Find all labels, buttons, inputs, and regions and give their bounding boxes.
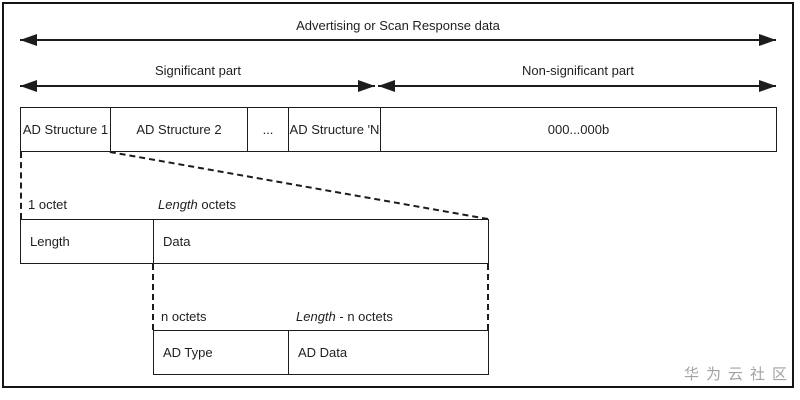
length-italic-word-2: Length xyxy=(296,309,336,324)
diagram-border xyxy=(2,2,794,388)
octet-count-label-length: 1 octet xyxy=(28,197,68,212)
expansion-dash-left-2 xyxy=(152,264,154,330)
expansion-dash-left-1 xyxy=(20,152,22,219)
cell-ad-structure-1: AD Structure 1 xyxy=(21,108,111,151)
significant-part-label: Significant part xyxy=(155,63,241,78)
cell-ellipsis: ... xyxy=(248,108,289,151)
octet-count-label-addata: Length - n octets xyxy=(296,310,393,324)
significant-part-arrow xyxy=(20,80,375,92)
overall-arrow-label: Advertising or Scan Response data xyxy=(296,18,500,33)
non-significant-part-label: Non-significant part xyxy=(522,63,634,78)
length-italic-word: Length xyxy=(158,197,198,212)
ad-structure-row: AD Structure 1 AD Structure 2 ... AD Str… xyxy=(20,107,777,152)
cell-ad-structure-n: AD Structure 'N xyxy=(289,108,381,151)
cell-padding-zeros: 000...000b xyxy=(547,122,610,137)
adtype-addata-box: AD Type AD Data xyxy=(153,330,489,375)
octets-word: octets xyxy=(197,197,237,212)
cell-length: Length xyxy=(21,220,154,263)
cell-ad-data: AD Data xyxy=(298,345,348,360)
octet-count-label-data: Length octets xyxy=(158,198,236,212)
length-data-box: Length Data xyxy=(20,219,489,264)
cell-data: Data xyxy=(163,234,191,249)
cell-ad-type: AD Type xyxy=(154,331,289,374)
expansion-dash-right-2 xyxy=(487,264,489,330)
non-significant-part-arrow xyxy=(378,80,776,92)
cell-ad-structure-2: AD Structure 2 xyxy=(111,108,248,151)
octet-count-label-adtype: n octets xyxy=(161,309,207,324)
overall-double-arrow xyxy=(20,34,776,46)
minus-n-octets-word: - n octets xyxy=(335,309,393,324)
huawei-cloud-community-watermark: 华为云社区 xyxy=(683,366,794,383)
